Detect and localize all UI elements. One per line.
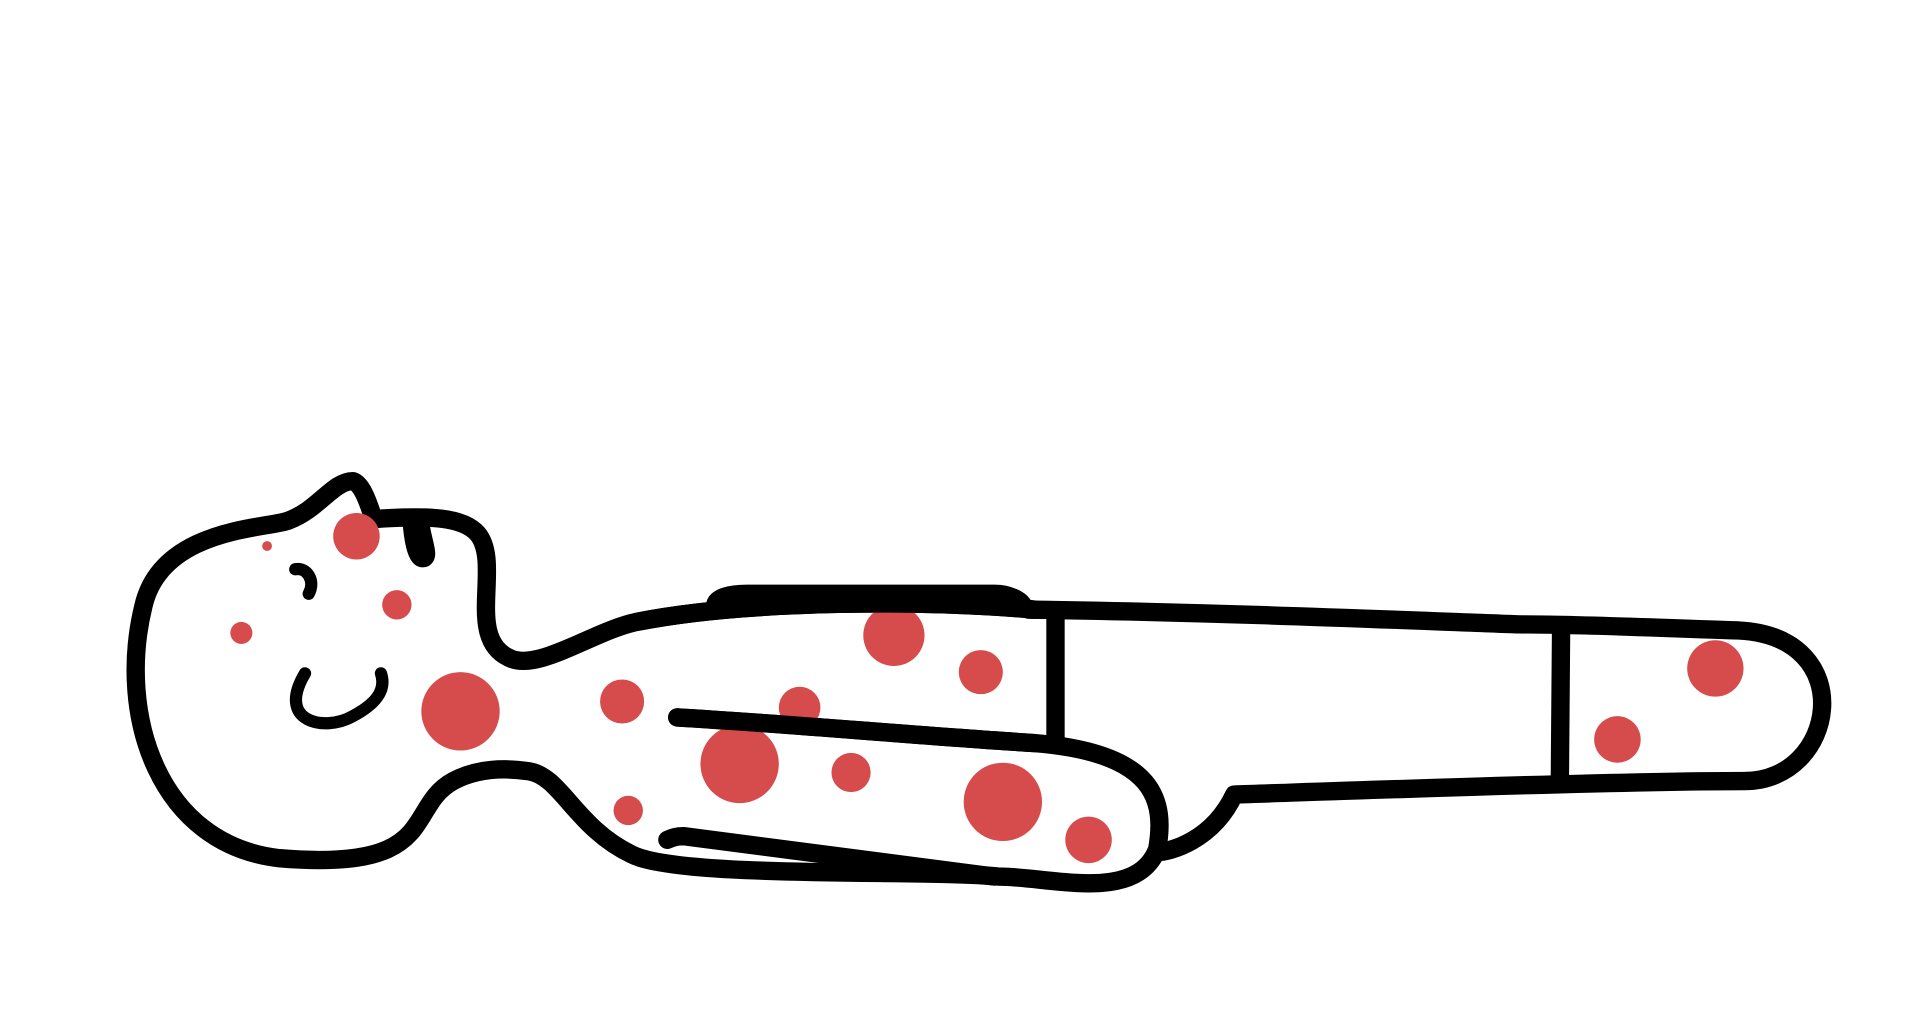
spot (863, 604, 925, 666)
spot (600, 679, 645, 724)
bed-outline (1019, 600, 1832, 862)
spot (230, 621, 253, 644)
spots (230, 512, 1744, 864)
spot (262, 541, 272, 551)
blanket-fold (668, 708, 1044, 753)
spot (1687, 640, 1744, 697)
spot (421, 672, 500, 751)
spot (333, 512, 380, 560)
spot (1594, 716, 1641, 763)
pillow-top (627, 594, 1044, 632)
spot (963, 762, 1043, 842)
spot (958, 650, 1003, 695)
spot (700, 724, 779, 804)
spot (1065, 816, 1112, 864)
arm-blanket-edge (658, 826, 1004, 886)
spot (613, 795, 643, 826)
spot (831, 752, 871, 793)
bed-post-right (1550, 617, 1571, 786)
eye-icon (289, 562, 318, 600)
hair-tuft (402, 509, 436, 568)
mouth (290, 667, 389, 730)
spot (382, 590, 412, 620)
person-body-outline (126, 471, 1169, 893)
